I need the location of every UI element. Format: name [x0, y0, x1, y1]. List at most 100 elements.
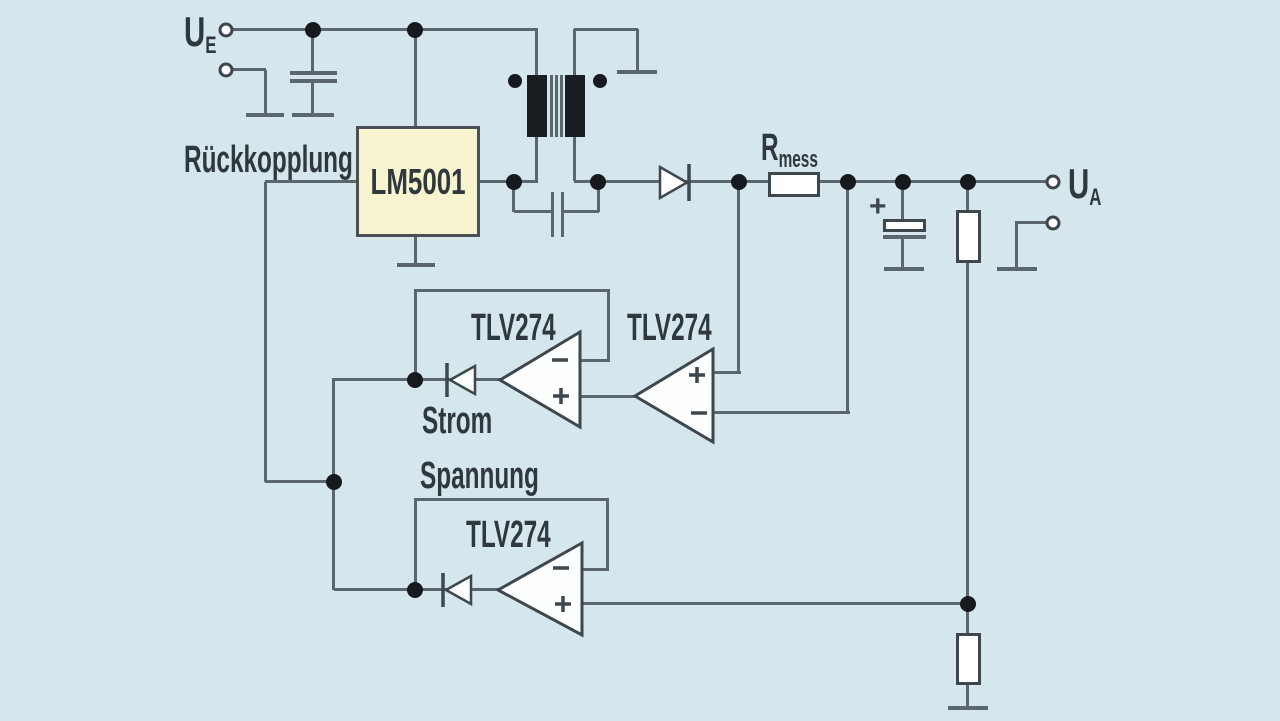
divider-resistor-bottom — [956, 633, 981, 685]
ua-subscript: A — [1089, 184, 1102, 211]
wire — [966, 262, 969, 634]
winding-polarity-dot — [593, 74, 607, 88]
junction-dot — [731, 174, 747, 190]
wire — [574, 28, 638, 31]
ua-base: U — [1068, 160, 1090, 207]
wire — [1017, 221, 1053, 224]
voltage-diode — [441, 573, 473, 607]
current-diode — [445, 363, 477, 397]
label-opamp-2: TLV274 — [627, 307, 712, 349]
junction-dot — [326, 474, 342, 490]
lm5001-label: LM5001 — [370, 160, 466, 202]
winding-polarity-dot — [508, 74, 522, 88]
wire — [535, 29, 538, 76]
wire — [414, 498, 609, 501]
input-capacitor — [290, 71, 337, 75]
wire — [846, 182, 849, 412]
rmess-resistor — [768, 172, 820, 197]
junction-dot — [305, 22, 321, 38]
junction-dot — [407, 22, 423, 38]
wire — [414, 30, 417, 126]
terminal-ua-positive — [1045, 174, 1061, 190]
snubber-capacitor — [561, 192, 564, 237]
ground-symbol — [246, 113, 284, 117]
wire — [512, 182, 515, 212]
lm5001-box: LM5001 — [356, 126, 480, 237]
rmess-base: R — [761, 127, 779, 169]
junction-dot — [960, 174, 976, 190]
wire — [901, 182, 904, 220]
output-capacitor-plate — [883, 219, 926, 232]
secondary-winding — [565, 75, 585, 137]
junction-dot — [960, 596, 976, 612]
label-current-branch: Strom — [422, 400, 493, 442]
snubber-capacitor — [551, 192, 554, 237]
ground-symbol — [617, 70, 657, 74]
wire — [414, 289, 417, 380]
ground-symbol — [884, 267, 924, 271]
wire — [713, 371, 741, 374]
wire — [966, 182, 969, 211]
junction-dot — [407, 582, 423, 598]
wire — [636, 29, 639, 71]
wire — [265, 180, 356, 183]
wire — [226, 68, 266, 71]
ground-symbol — [997, 267, 1037, 271]
wire — [311, 82, 314, 114]
ue-subscript: E — [205, 32, 217, 59]
wire — [264, 182, 267, 482]
terminal-ua-negative — [1045, 215, 1061, 231]
capacitor-plus-sign: + — [869, 190, 887, 223]
ground-symbol — [397, 263, 435, 267]
wire — [535, 137, 538, 181]
wire — [901, 237, 904, 268]
divider-resistor-top — [956, 210, 981, 263]
rectifier-diode — [658, 164, 691, 201]
wire — [265, 480, 336, 483]
wire — [573, 137, 576, 181]
wire — [966, 684, 969, 707]
wire — [597, 182, 600, 212]
opamp-current-output — [497, 329, 582, 430]
wire — [563, 210, 599, 213]
wire — [606, 498, 609, 570]
ground-symbol — [948, 706, 988, 710]
output-capacitor-plate — [883, 235, 926, 239]
wire — [713, 411, 850, 414]
wire — [514, 210, 552, 213]
wire — [414, 289, 610, 292]
transformer-core — [550, 75, 553, 137]
wire — [264, 70, 267, 115]
terminal-ue-positive — [218, 22, 234, 38]
label-input-voltage: UE — [184, 11, 216, 58]
label-feedback: Rückkopplung — [184, 139, 353, 181]
junction-dot — [840, 174, 856, 190]
junction-dot — [407, 372, 423, 388]
wire — [311, 29, 314, 72]
ue-base: U — [184, 8, 206, 55]
wire — [226, 28, 538, 31]
ground-symbol — [292, 113, 334, 117]
wire — [580, 395, 636, 398]
label-opamp-1: TLV274 — [471, 307, 556, 349]
wire — [414, 498, 417, 590]
junction-dot — [506, 174, 522, 190]
wire — [414, 237, 417, 264]
rmess-subscript: mess — [778, 146, 818, 173]
wire — [573, 29, 576, 76]
input-capacitor — [290, 79, 337, 83]
primary-winding — [527, 75, 547, 137]
opamp-voltage — [494, 540, 584, 638]
wire — [580, 568, 609, 571]
label-opamp-3: TLV274 — [466, 514, 551, 556]
transformer-core — [555, 75, 558, 137]
wire — [1015, 221, 1018, 268]
junction-dot — [895, 174, 911, 190]
wire — [580, 359, 610, 362]
label-output-voltage: UA — [1068, 163, 1101, 210]
transformer-core — [560, 75, 563, 137]
label-sense-resistor: Rmess — [761, 129, 818, 172]
terminal-ue-negative — [218, 62, 234, 78]
wire — [580, 602, 970, 605]
